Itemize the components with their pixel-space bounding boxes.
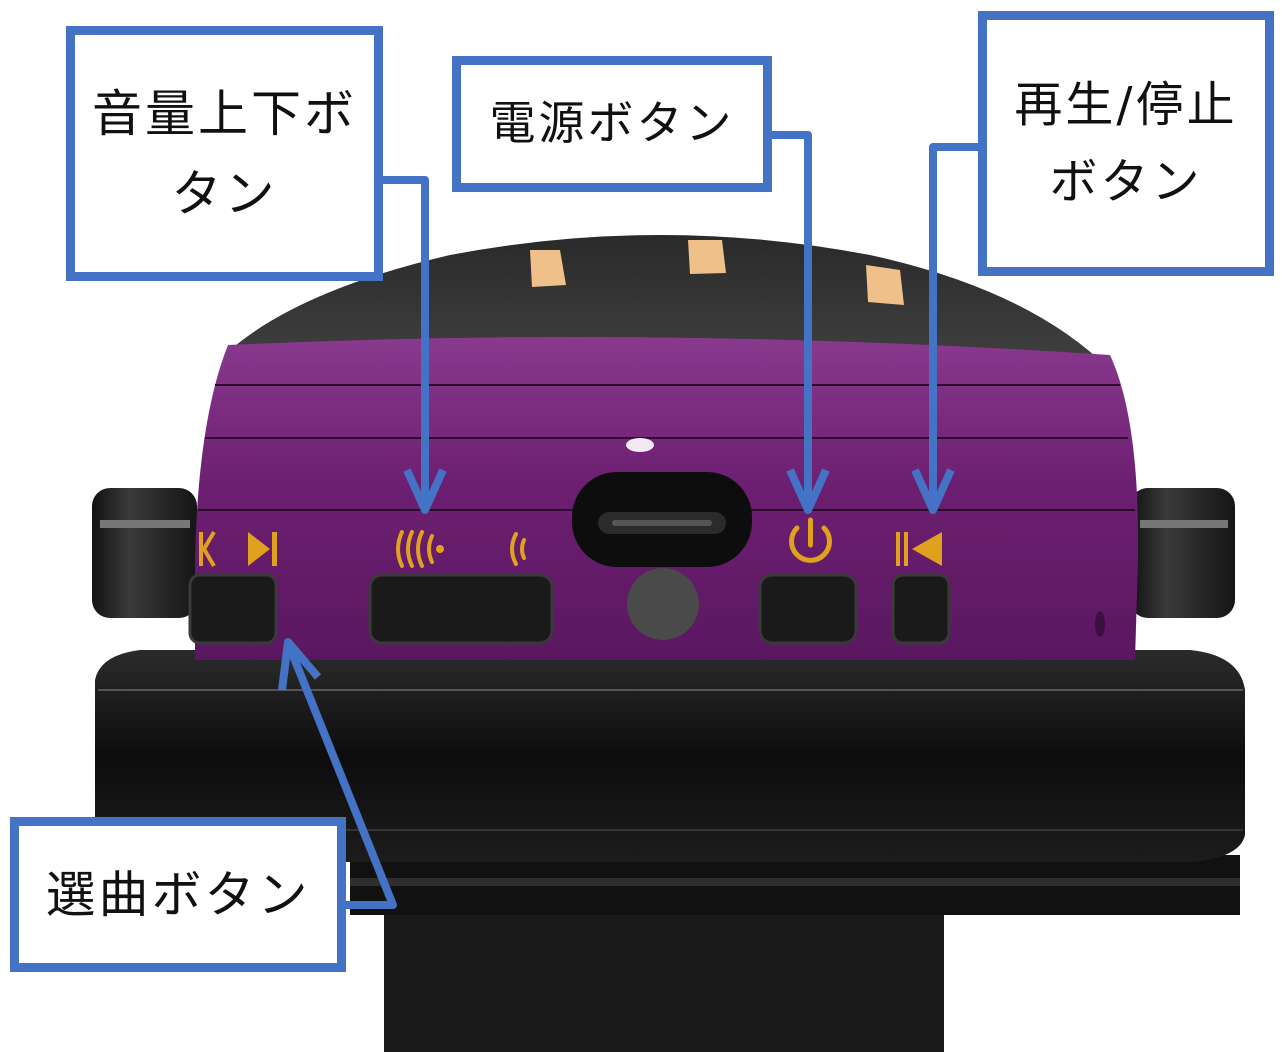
callout-power-label: 電源ボタン — [489, 96, 735, 151]
callout-play-stop-button: 再生/停止 ボタン — [978, 11, 1274, 276]
previous-track-icon — [199, 530, 216, 568]
play-pause-icon — [896, 532, 942, 566]
next-track-icon — [248, 532, 277, 566]
power-button[interactable] — [758, 573, 858, 645]
callout-track-select-label: 選曲ボタン — [45, 865, 311, 924]
callout-volume-label: 音量上下ボ タン — [92, 84, 357, 223]
callout-track-select-button: 選曲ボタン — [10, 817, 346, 972]
callout-power-button: 電源ボタン — [452, 56, 772, 192]
volume-button[interactable] — [368, 573, 554, 645]
usb-c-port-icon — [572, 472, 752, 567]
callout-play-stop-label: 再生/停止 ボタン — [1014, 76, 1238, 210]
volume-down-icon — [510, 532, 526, 566]
side-knob-left — [92, 488, 197, 618]
side-knob-right — [1130, 488, 1235, 618]
power-icon — [789, 517, 832, 563]
center-button[interactable] — [627, 568, 699, 640]
track-select-button[interactable] — [188, 573, 278, 645]
callout-leaders — [278, 131, 978, 909]
callout-volume-buttons: 音量上下ボ タン — [66, 26, 383, 281]
stand — [350, 855, 1240, 1052]
volume-up-icon — [396, 530, 444, 568]
play-stop-button[interactable] — [891, 573, 951, 645]
